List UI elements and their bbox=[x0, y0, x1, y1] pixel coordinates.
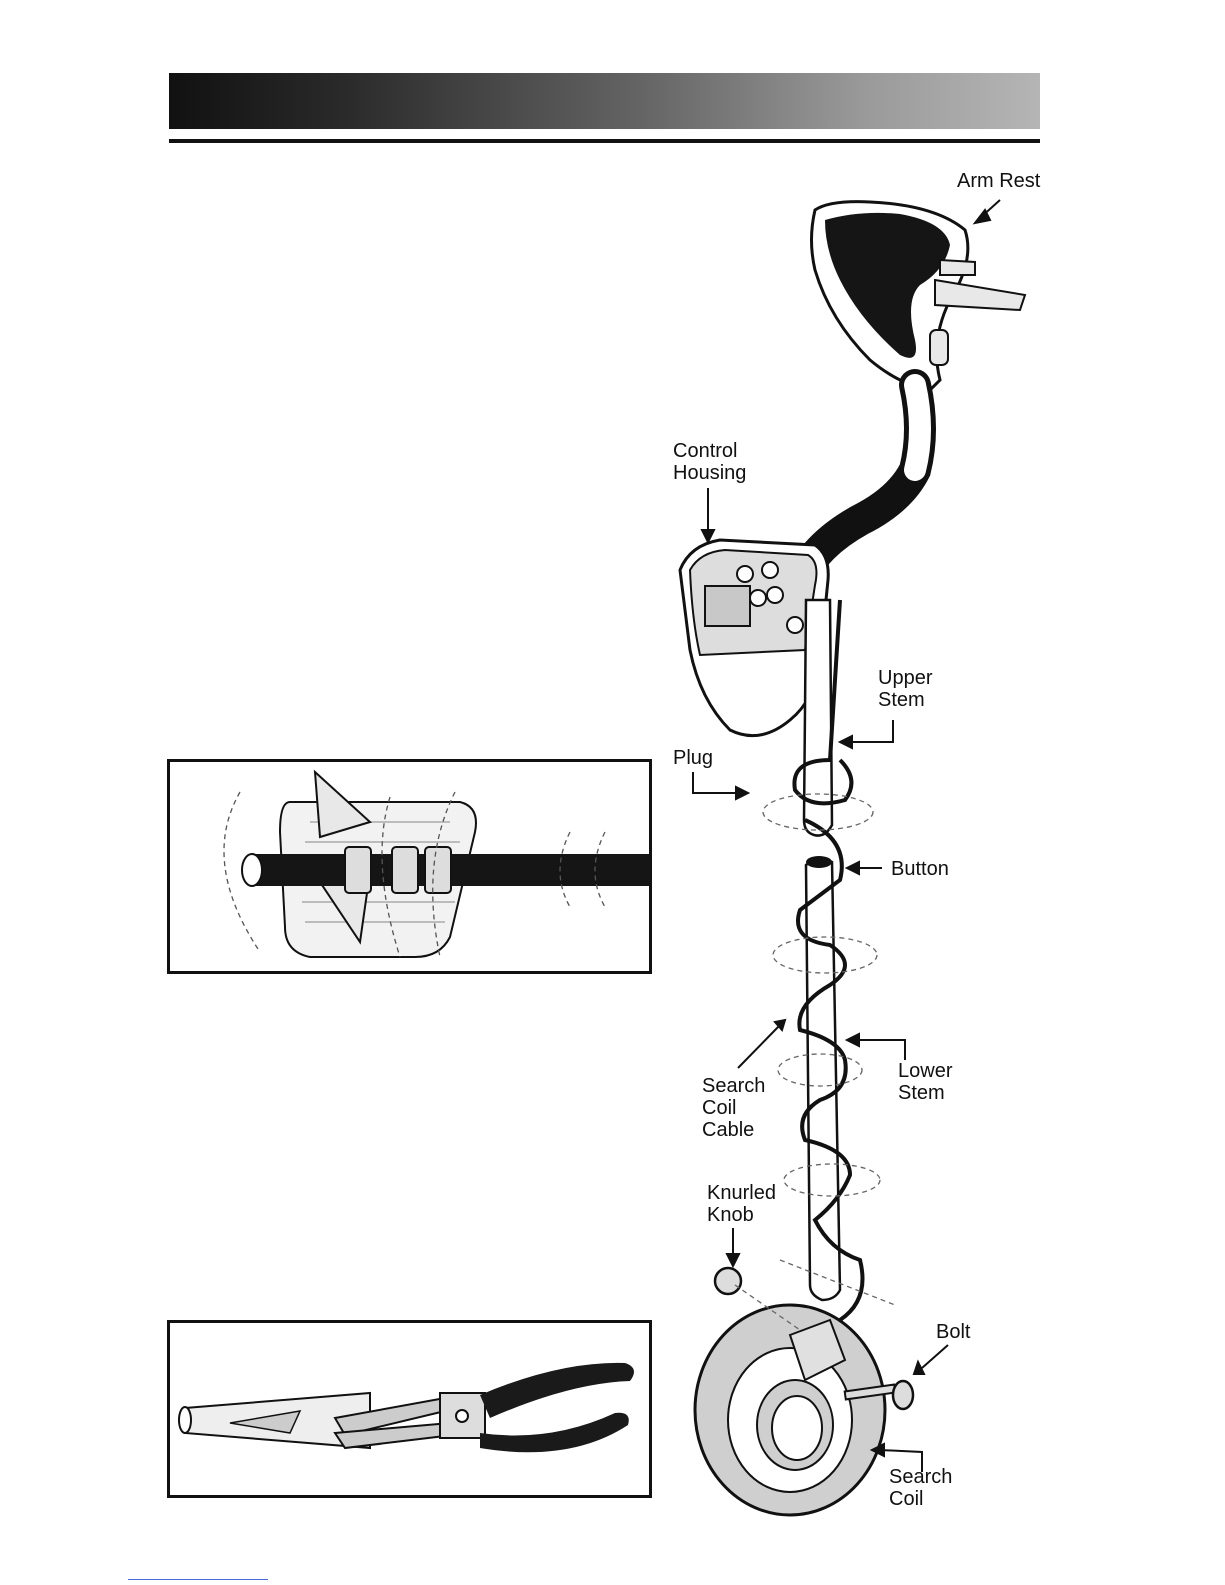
label-control-housing: Control Housing bbox=[673, 440, 746, 484]
label-bolt: Bolt bbox=[936, 1321, 970, 1343]
label-arm-rest: Arm Rest bbox=[957, 170, 1040, 192]
label-knurled-knob: Knurled Knob bbox=[707, 1182, 776, 1226]
label-upper-stem: Upper Stem bbox=[878, 667, 932, 711]
label-lower-stem: Lower Stem bbox=[898, 1060, 952, 1104]
label-plug: Plug bbox=[673, 747, 713, 769]
search-coil bbox=[695, 1305, 885, 1515]
label-search-coil-cable: Search Coil Cable bbox=[702, 1075, 765, 1141]
bottom-underline bbox=[128, 1579, 268, 1580]
label-search-coil: Search Coil bbox=[889, 1466, 952, 1510]
label-button: Button bbox=[891, 858, 949, 880]
knurled-knob bbox=[715, 1268, 741, 1294]
arm-rest bbox=[812, 202, 1026, 390]
